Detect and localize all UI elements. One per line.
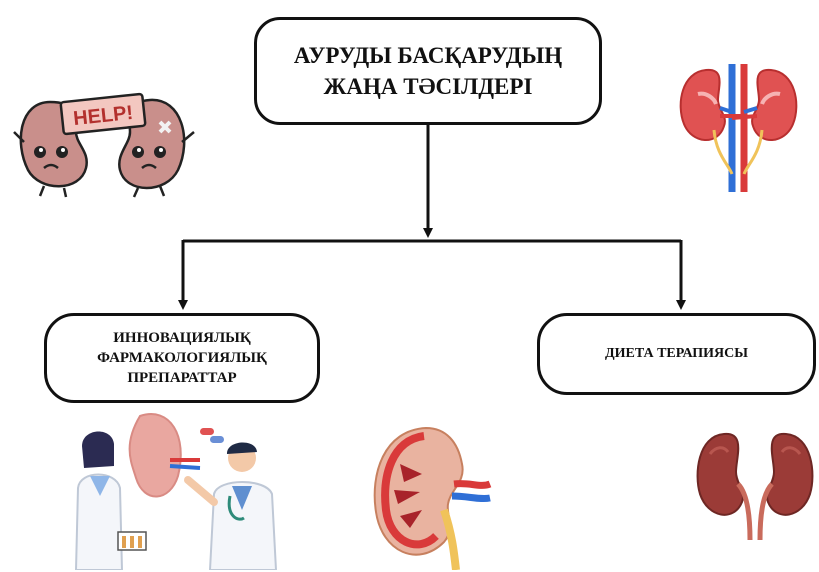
branch-box-pharmacology: ИННОВАЦИЯЛЫҚ ФАРМАКОЛОГИЯЛЫҚ ПРЕПАРАТТАР <box>44 313 320 403</box>
branch-right-line-1: ДИЕТА ТЕРАПИЯСЫ <box>605 345 748 364</box>
branch-left-line-1: ИННОВАЦИЯЛЫҚ <box>97 328 267 348</box>
doctors-with-kidney-icon <box>60 406 295 570</box>
kidney-cross-section-icon <box>370 424 492 570</box>
sad-kidneys-help-icon: HELP! <box>10 82 200 200</box>
kidneys-pair-icon <box>694 430 816 540</box>
branch-left-line-3: ПРЕПАРАТТАР <box>97 368 267 388</box>
branch-box-diet: ДИЕТА ТЕРАПИЯСЫ <box>537 313 816 395</box>
title-line-1: АУРУДЫ БАСҚАРУДЫҢ <box>294 40 562 71</box>
title-box: АУРУДЫ БАСҚАРУДЫҢ ЖАҢА ТӘСІЛДЕРІ <box>254 17 602 125</box>
branch-left-line-2: ФАРМАКОЛОГИЯЛЫҚ <box>97 348 267 368</box>
kidneys-vascular-icon <box>676 64 801 194</box>
title-line-2: ЖАҢА ТӘСІЛДЕРІ <box>294 71 562 102</box>
